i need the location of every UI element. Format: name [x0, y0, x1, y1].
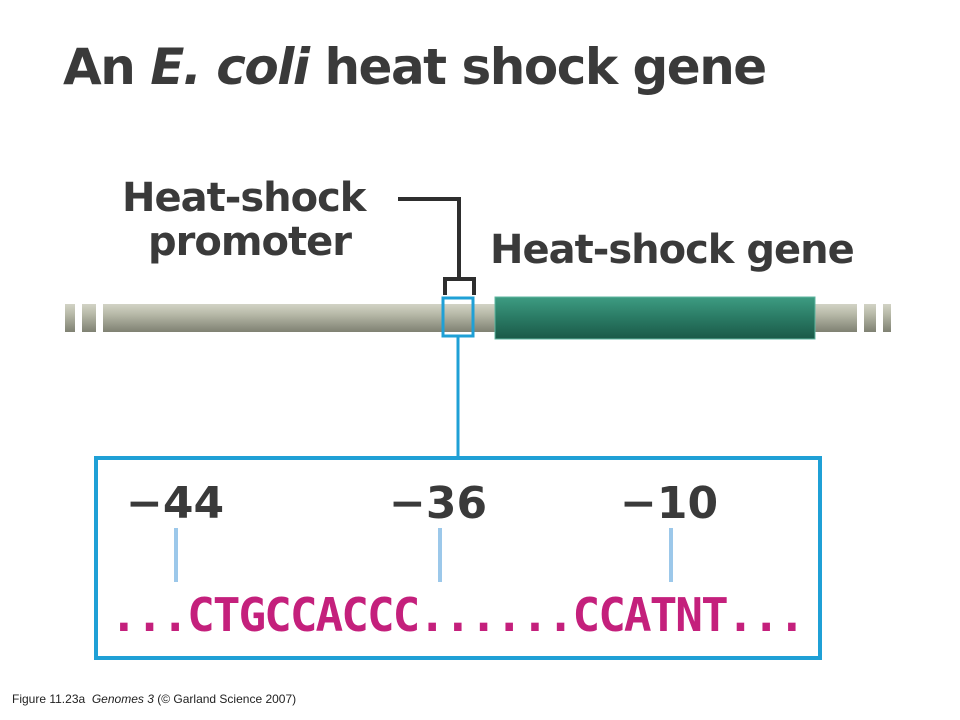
- dna-dash-right-1: [864, 304, 876, 332]
- position-label-10: −10: [620, 482, 718, 526]
- gene-label: Heat-shock gene: [490, 227, 855, 273]
- promoter-label-line1: Heat-shock: [122, 175, 366, 221]
- position-value: 10: [656, 478, 719, 529]
- dna-dash-left-1: [65, 304, 75, 332]
- dna-sequence: ...CTGCCACCC......CCATNT...: [110, 588, 806, 642]
- title-suffix: heat shock gene: [308, 38, 767, 96]
- diagram-title: An E. coli heat shock gene: [63, 42, 767, 92]
- position-minus-sign: −: [620, 478, 657, 529]
- sequence-zoom-box: [94, 456, 822, 660]
- caption-figure: Figure 11.23a: [12, 692, 86, 706]
- promoter-bracket: [398, 197, 476, 295]
- position-value: 44: [162, 478, 225, 529]
- gene-region: [494, 296, 816, 340]
- position-label-36: −36: [389, 482, 487, 526]
- position-minus-sign: −: [126, 478, 163, 529]
- dna-dash-left-2: [82, 304, 96, 332]
- position-value: 36: [425, 478, 488, 529]
- promoter-label-line2: promoter: [148, 219, 352, 265]
- title-prefix: An: [63, 38, 151, 96]
- caption-credit: (© Garland Science 2007): [157, 692, 297, 706]
- promoter-label: Heat-shock promoter: [122, 175, 366, 265]
- title-species: E. coli: [150, 38, 310, 96]
- position-label-44: −44: [126, 482, 224, 526]
- dna-dash-right-2: [883, 304, 891, 332]
- caption-book: Genomes 3: [91, 692, 154, 706]
- position-minus-sign: −: [389, 478, 426, 529]
- figure-caption: Figure 11.23a Genomes 3 (© Garland Scien…: [12, 692, 296, 706]
